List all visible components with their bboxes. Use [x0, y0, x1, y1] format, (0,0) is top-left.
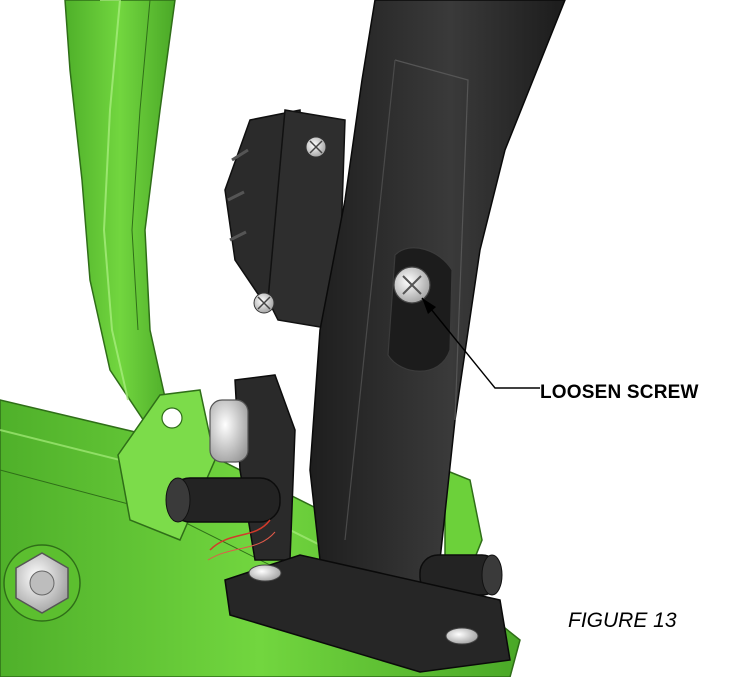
foot-screw-icon — [248, 564, 282, 582]
foot-screw-right-icon — [445, 627, 479, 645]
hinge-assembly — [165, 374, 503, 596]
callout-label: LOOSEN SCREW — [540, 382, 699, 403]
mounting-plate — [253, 109, 346, 331]
arrowhead-icon — [422, 298, 436, 314]
callout-leader — [421, 297, 540, 389]
hinge-washer-icon — [209, 399, 249, 463]
loosen-screw-icon — [393, 266, 431, 304]
figure-caption: FIGURE 13 — [568, 609, 677, 632]
adjustment-slot — [387, 247, 453, 372]
hex-nut-icon — [3, 544, 81, 622]
foot-plate — [224, 554, 511, 673]
